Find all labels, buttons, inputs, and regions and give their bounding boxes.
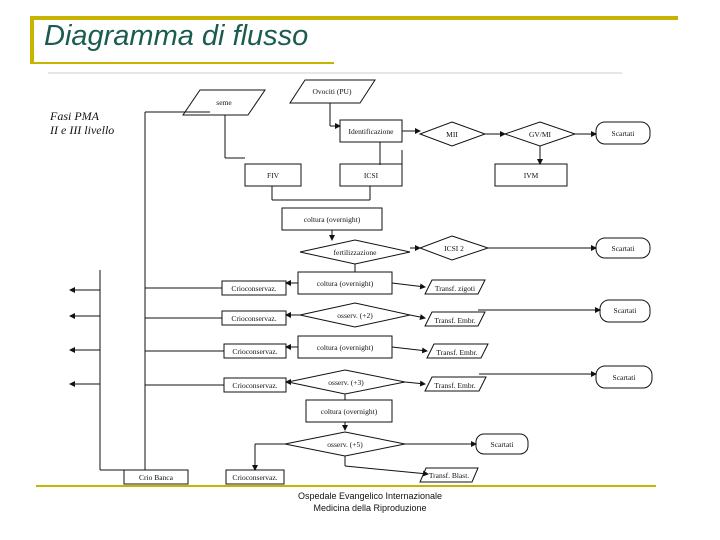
label-crio-2: Crioconservaz. xyxy=(231,314,276,323)
label-transf-blast: Transf. Blast. xyxy=(429,471,469,480)
side-label-fasi: Fasi PMA xyxy=(49,109,100,123)
node-scartati-3 xyxy=(599,299,651,323)
label-scartati-4: Scartati xyxy=(613,373,636,382)
bottom-accent-bar xyxy=(36,485,656,487)
node-transf-embr-1 xyxy=(424,311,486,327)
connector xyxy=(344,465,429,477)
label-coltura-3: coltura (overnight) xyxy=(317,343,374,352)
label-mii: MII xyxy=(446,130,458,139)
label-fiv: FIV xyxy=(267,171,280,180)
label-identificazione: Identificazione xyxy=(349,127,395,136)
left-accent-bar xyxy=(30,16,34,64)
node-crio-5 xyxy=(225,469,285,485)
label-coltura-4: coltura (overnight) xyxy=(321,407,378,416)
node-seme xyxy=(182,89,266,116)
label-crio-1: Crioconservaz. xyxy=(231,284,276,293)
label-transf-embr-3: Transf. Embr. xyxy=(434,381,475,390)
label-osserv-3: osserv. (+5) xyxy=(327,440,363,449)
label-osserv-2: osserv. (+3) xyxy=(328,378,364,387)
label-transf-embr-1: Transf. Embr. xyxy=(434,316,475,325)
node-transf-embr-3 xyxy=(424,376,487,392)
title-underline xyxy=(34,62,334,64)
node-ivm xyxy=(494,163,568,187)
label-coltura-2: coltura (overnight) xyxy=(317,279,374,288)
connector xyxy=(409,314,426,320)
label-transf-embr-2: Transf. Embr. xyxy=(436,348,477,357)
label-gvmi: GV/MI xyxy=(529,130,552,139)
label-seme: seme xyxy=(216,98,232,107)
node-transf-embr-2 xyxy=(426,343,489,359)
top-accent-bar xyxy=(30,16,678,20)
label-coltura-1: coltura (overnight) xyxy=(304,215,361,224)
slide-footer: Ospedale Evangelico Internazionale Medic… xyxy=(200,490,540,514)
node-scartati-2 xyxy=(595,237,651,259)
label-crio-4: Crioconservaz. xyxy=(232,381,277,390)
label-ivm: IVM xyxy=(524,171,539,180)
label-crio-5: Crioconservaz. xyxy=(232,473,277,482)
label-crio-seme: Crio Banca xyxy=(139,473,174,482)
label-ovociti: Ovociti (PU) xyxy=(313,87,352,96)
node-fiv xyxy=(244,163,302,187)
node-coltura-4 xyxy=(305,399,393,423)
label-osserv-1: osserv. (+2) xyxy=(337,311,373,320)
node-transf-zigoti xyxy=(424,279,486,295)
slide-title: Diagramma di flusso xyxy=(44,20,309,52)
label-scartati-5: Scartati xyxy=(491,440,514,449)
label-icsi: ICSI xyxy=(364,171,379,180)
footer-line-1: Ospedale Evangelico Internazionale xyxy=(297,491,443,501)
label-transf-zigoti: Transf. zigoti xyxy=(435,284,475,293)
connector xyxy=(391,282,426,290)
node-transf-blast xyxy=(419,467,479,483)
label-icsi2: ICSI 2 xyxy=(444,244,464,253)
label-fertilizzazione: fertilizzazione xyxy=(334,248,378,257)
label-scartati-1: Scartati xyxy=(612,129,635,138)
node-icsi2 xyxy=(418,235,490,261)
node-mii xyxy=(418,121,487,147)
node-osserv-1 xyxy=(299,302,411,328)
connector xyxy=(404,380,426,387)
label-scartati-3: Scartati xyxy=(614,306,637,315)
separator-line xyxy=(48,72,622,74)
node-crio-seme xyxy=(123,469,189,485)
side-label-livello: II e III livello xyxy=(49,123,114,137)
node-icsi xyxy=(339,163,403,187)
node-scartati-1 xyxy=(595,121,651,145)
node-scartati-4 xyxy=(595,365,653,389)
label-scartati-2: Scartati xyxy=(612,244,635,253)
footer-line-2: Medicina della Riproduzione xyxy=(313,503,427,513)
node-scartati-5 xyxy=(475,433,529,455)
node-ovociti xyxy=(289,79,376,104)
connector xyxy=(391,346,428,354)
label-crio-3: Crioconservaz. xyxy=(232,347,277,356)
